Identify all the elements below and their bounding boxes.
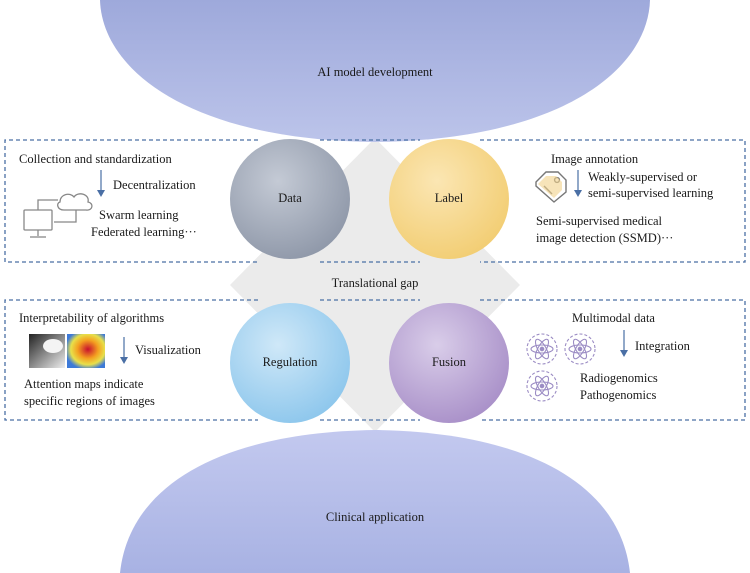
data-circle-shape: [230, 139, 350, 259]
atom-icons: [526, 333, 596, 402]
down-arrow-icon: [620, 330, 628, 357]
attention-map-image: [29, 334, 105, 368]
ai-model-development-label: AI model development: [317, 65, 433, 79]
translational-gap-label: Translational gap: [331, 276, 419, 290]
clinical-application-label: Clinical application: [325, 510, 425, 524]
label-circle-shape: [389, 139, 509, 259]
label-circle-label: Label: [434, 191, 464, 205]
data-panel-line1: Swarm learning: [99, 208, 179, 222]
label-panel-step2: semi-supervised learning: [588, 186, 714, 200]
cloud-computer-icon: [23, 193, 93, 238]
down-arrow-icon: [574, 170, 582, 197]
data-panel-step: Decentralization: [113, 178, 196, 192]
label-panel-step1: Weakly-supervised or: [588, 170, 698, 184]
fusion-panel-step: Integration: [635, 339, 690, 353]
down-arrow-icon: [120, 337, 128, 364]
label-panel-line1: Semi-supervised medical: [536, 214, 663, 228]
regulation-panel-line2: specific regions of images: [24, 394, 155, 408]
regulation-panel-step: Visualization: [135, 343, 201, 357]
down-arrow-icon: [97, 170, 105, 197]
label-panel-line2: image detection (SSMD)···: [536, 231, 674, 245]
fusion-panel-title: Multimodal data: [572, 311, 655, 325]
data-circle-label: Data: [278, 191, 302, 205]
data-panel-line2: Federated learning···: [91, 225, 197, 239]
fusion-circle-label: Fusion: [431, 355, 467, 369]
data-panel-title: Collection and standardization: [19, 152, 172, 166]
fusion-panel-line2: Pathogenomics: [580, 388, 657, 402]
fusion-panel-line1: Radiogenomics: [580, 371, 658, 385]
top-blob: [100, 0, 650, 142]
fusion-circle-shape: [389, 303, 509, 423]
regulation-circle-label: Regulation: [262, 355, 318, 369]
regulation-circle-shape: [230, 303, 350, 423]
label-panel-title: Image annotation: [551, 152, 639, 166]
tag-icon: [535, 171, 567, 203]
regulation-panel-line1: Attention maps indicate: [24, 377, 144, 391]
regulation-panel-title: Interpretability of algorithms: [19, 311, 165, 325]
bottom-blob: [120, 430, 630, 573]
